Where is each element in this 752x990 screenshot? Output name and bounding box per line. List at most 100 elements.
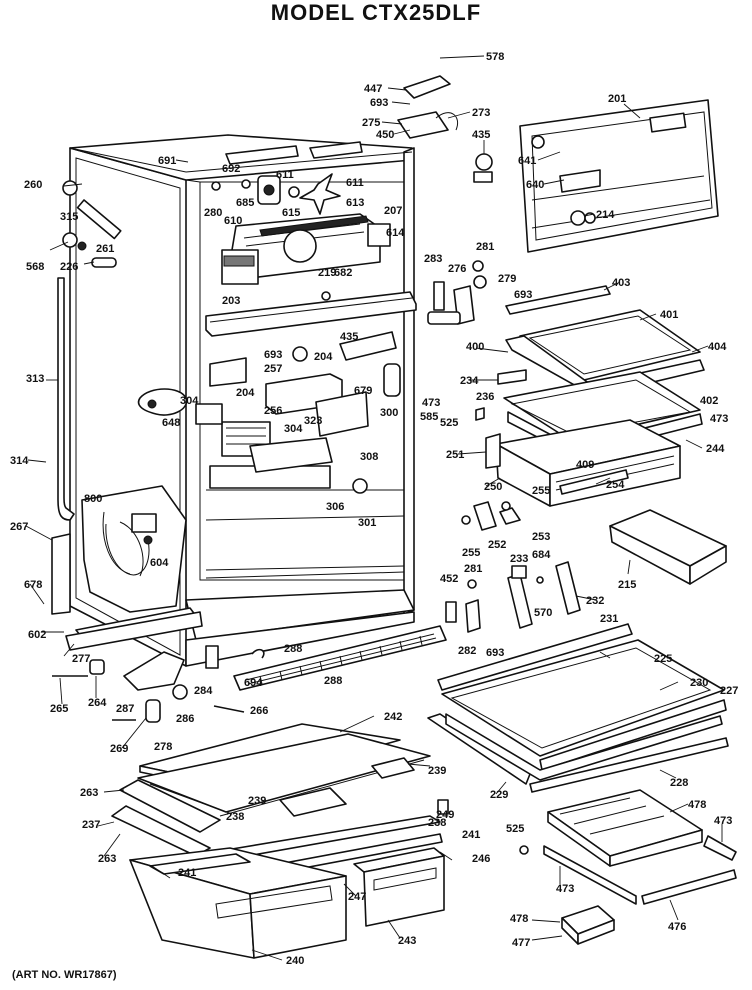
part-label-231: 231: [600, 613, 618, 625]
part-label-225: 225: [654, 653, 672, 665]
part-label-693: 693: [514, 289, 532, 301]
part-label-288: 288: [284, 643, 302, 655]
part-label-265: 265: [50, 703, 68, 715]
part-label-401: 401: [660, 309, 678, 321]
part-label-263: 263: [80, 787, 98, 799]
part-label-610: 610: [224, 215, 242, 227]
rod-assembly: [62, 180, 122, 268]
part-label-304: 304: [284, 423, 303, 435]
part-label-286: 286: [176, 713, 194, 725]
part-label-237: 237: [82, 819, 100, 831]
part-label-692: 692: [222, 163, 240, 175]
part-label-288: 288: [324, 675, 342, 687]
part-label-277: 277: [72, 653, 90, 665]
part-label-478: 478: [688, 799, 706, 811]
part-label-613: 613: [346, 197, 364, 209]
part-label-684: 684: [532, 549, 551, 561]
part-label-252: 252: [488, 539, 506, 551]
top-brackets: [211, 141, 363, 191]
part-label-435: 435: [472, 129, 490, 141]
part-label-693: 693: [370, 97, 388, 109]
part-label-641: 641: [518, 155, 536, 167]
part-label-204: 204: [314, 351, 333, 363]
part-label-409: 409: [576, 459, 594, 471]
fan-assembly: [241, 173, 341, 215]
part-label-800: 800: [84, 493, 102, 505]
part-label-260: 260: [24, 179, 42, 191]
part-label-215: 215: [618, 579, 636, 591]
part-label-691: 691: [158, 155, 176, 167]
right-crisper-drawer: [519, 789, 737, 945]
part-label-276: 276: [448, 263, 466, 275]
freezer-basket: [485, 419, 681, 507]
part-label-300: 300: [380, 407, 398, 419]
part-label-640: 640: [526, 179, 544, 191]
wiring-harness: [105, 513, 157, 576]
art-number: (ART NO. WR17867): [12, 969, 117, 981]
part-label-280: 280: [204, 207, 222, 219]
part-label-233: 233: [510, 553, 528, 565]
part-label-404: 404: [708, 341, 727, 353]
door-bin: [609, 509, 727, 585]
part-label-242: 242: [384, 711, 402, 723]
part-label-253: 253: [532, 531, 550, 543]
part-label-229: 229: [490, 789, 508, 801]
part-label-247: 247: [348, 891, 366, 903]
part-label-234: 234: [460, 375, 479, 387]
part-label-693: 693: [486, 647, 504, 659]
part-label-278: 278: [154, 741, 172, 753]
part-label-578: 578: [486, 51, 504, 63]
part-label-228: 228: [670, 777, 688, 789]
part-label-611: 611: [276, 169, 294, 181]
leader-lines: [25, 55, 723, 961]
part-label-473: 473: [714, 815, 732, 827]
part-label-201: 201: [608, 93, 626, 105]
mullion-bar: [205, 291, 417, 337]
part-label-402: 402: [700, 395, 718, 407]
part-label-251: 251: [446, 449, 464, 461]
part-label-314: 314: [10, 455, 29, 467]
part-label-203: 203: [222, 295, 240, 307]
part-label-602: 602: [28, 629, 46, 641]
part-label-249: 249: [436, 809, 454, 821]
part-label-204: 204: [236, 387, 255, 399]
part-label-283: 283: [424, 253, 442, 265]
part-label-227: 227: [720, 685, 738, 697]
part-label-287: 287: [116, 703, 134, 715]
part-label-207: 207: [384, 205, 402, 217]
part-label-254: 254: [606, 479, 625, 491]
part-label-241: 241: [462, 829, 480, 841]
damper-parts: [397, 75, 493, 183]
part-label-301: 301: [358, 517, 376, 529]
bottom-hardware: [52, 607, 245, 723]
part-label-279: 279: [498, 273, 516, 285]
part-label-403: 403: [612, 277, 630, 289]
part-label-525: 525: [440, 417, 458, 429]
drain-tube: [57, 277, 75, 521]
part-label-682: 682: [334, 267, 352, 279]
part-label-269: 269: [110, 743, 128, 755]
part-label-323: 323: [304, 415, 322, 427]
part-label-313: 313: [26, 373, 44, 385]
part-label-284: 284: [194, 685, 213, 697]
part-label-226: 226: [60, 261, 78, 273]
shelf-brackets: [445, 501, 581, 633]
part-label-238: 238: [428, 817, 446, 829]
part-label-282: 282: [458, 645, 476, 657]
part-label-615: 615: [282, 207, 300, 219]
part-label-570: 570: [534, 607, 552, 619]
part-label-694: 694: [244, 677, 263, 689]
hinge-parts: [427, 260, 487, 325]
part-label-219: 219: [318, 267, 336, 279]
part-label-678: 678: [24, 579, 42, 591]
part-label-250: 250: [484, 481, 502, 493]
part-label-236: 236: [476, 391, 494, 403]
control-modules: [209, 363, 401, 494]
crisper-drawer-right: [353, 847, 445, 927]
part-label-281: 281: [476, 241, 494, 253]
part-label-240: 240: [286, 955, 304, 967]
part-label-255: 255: [532, 485, 550, 497]
part-label-257: 257: [264, 363, 282, 375]
part-label-241: 241: [178, 867, 196, 879]
